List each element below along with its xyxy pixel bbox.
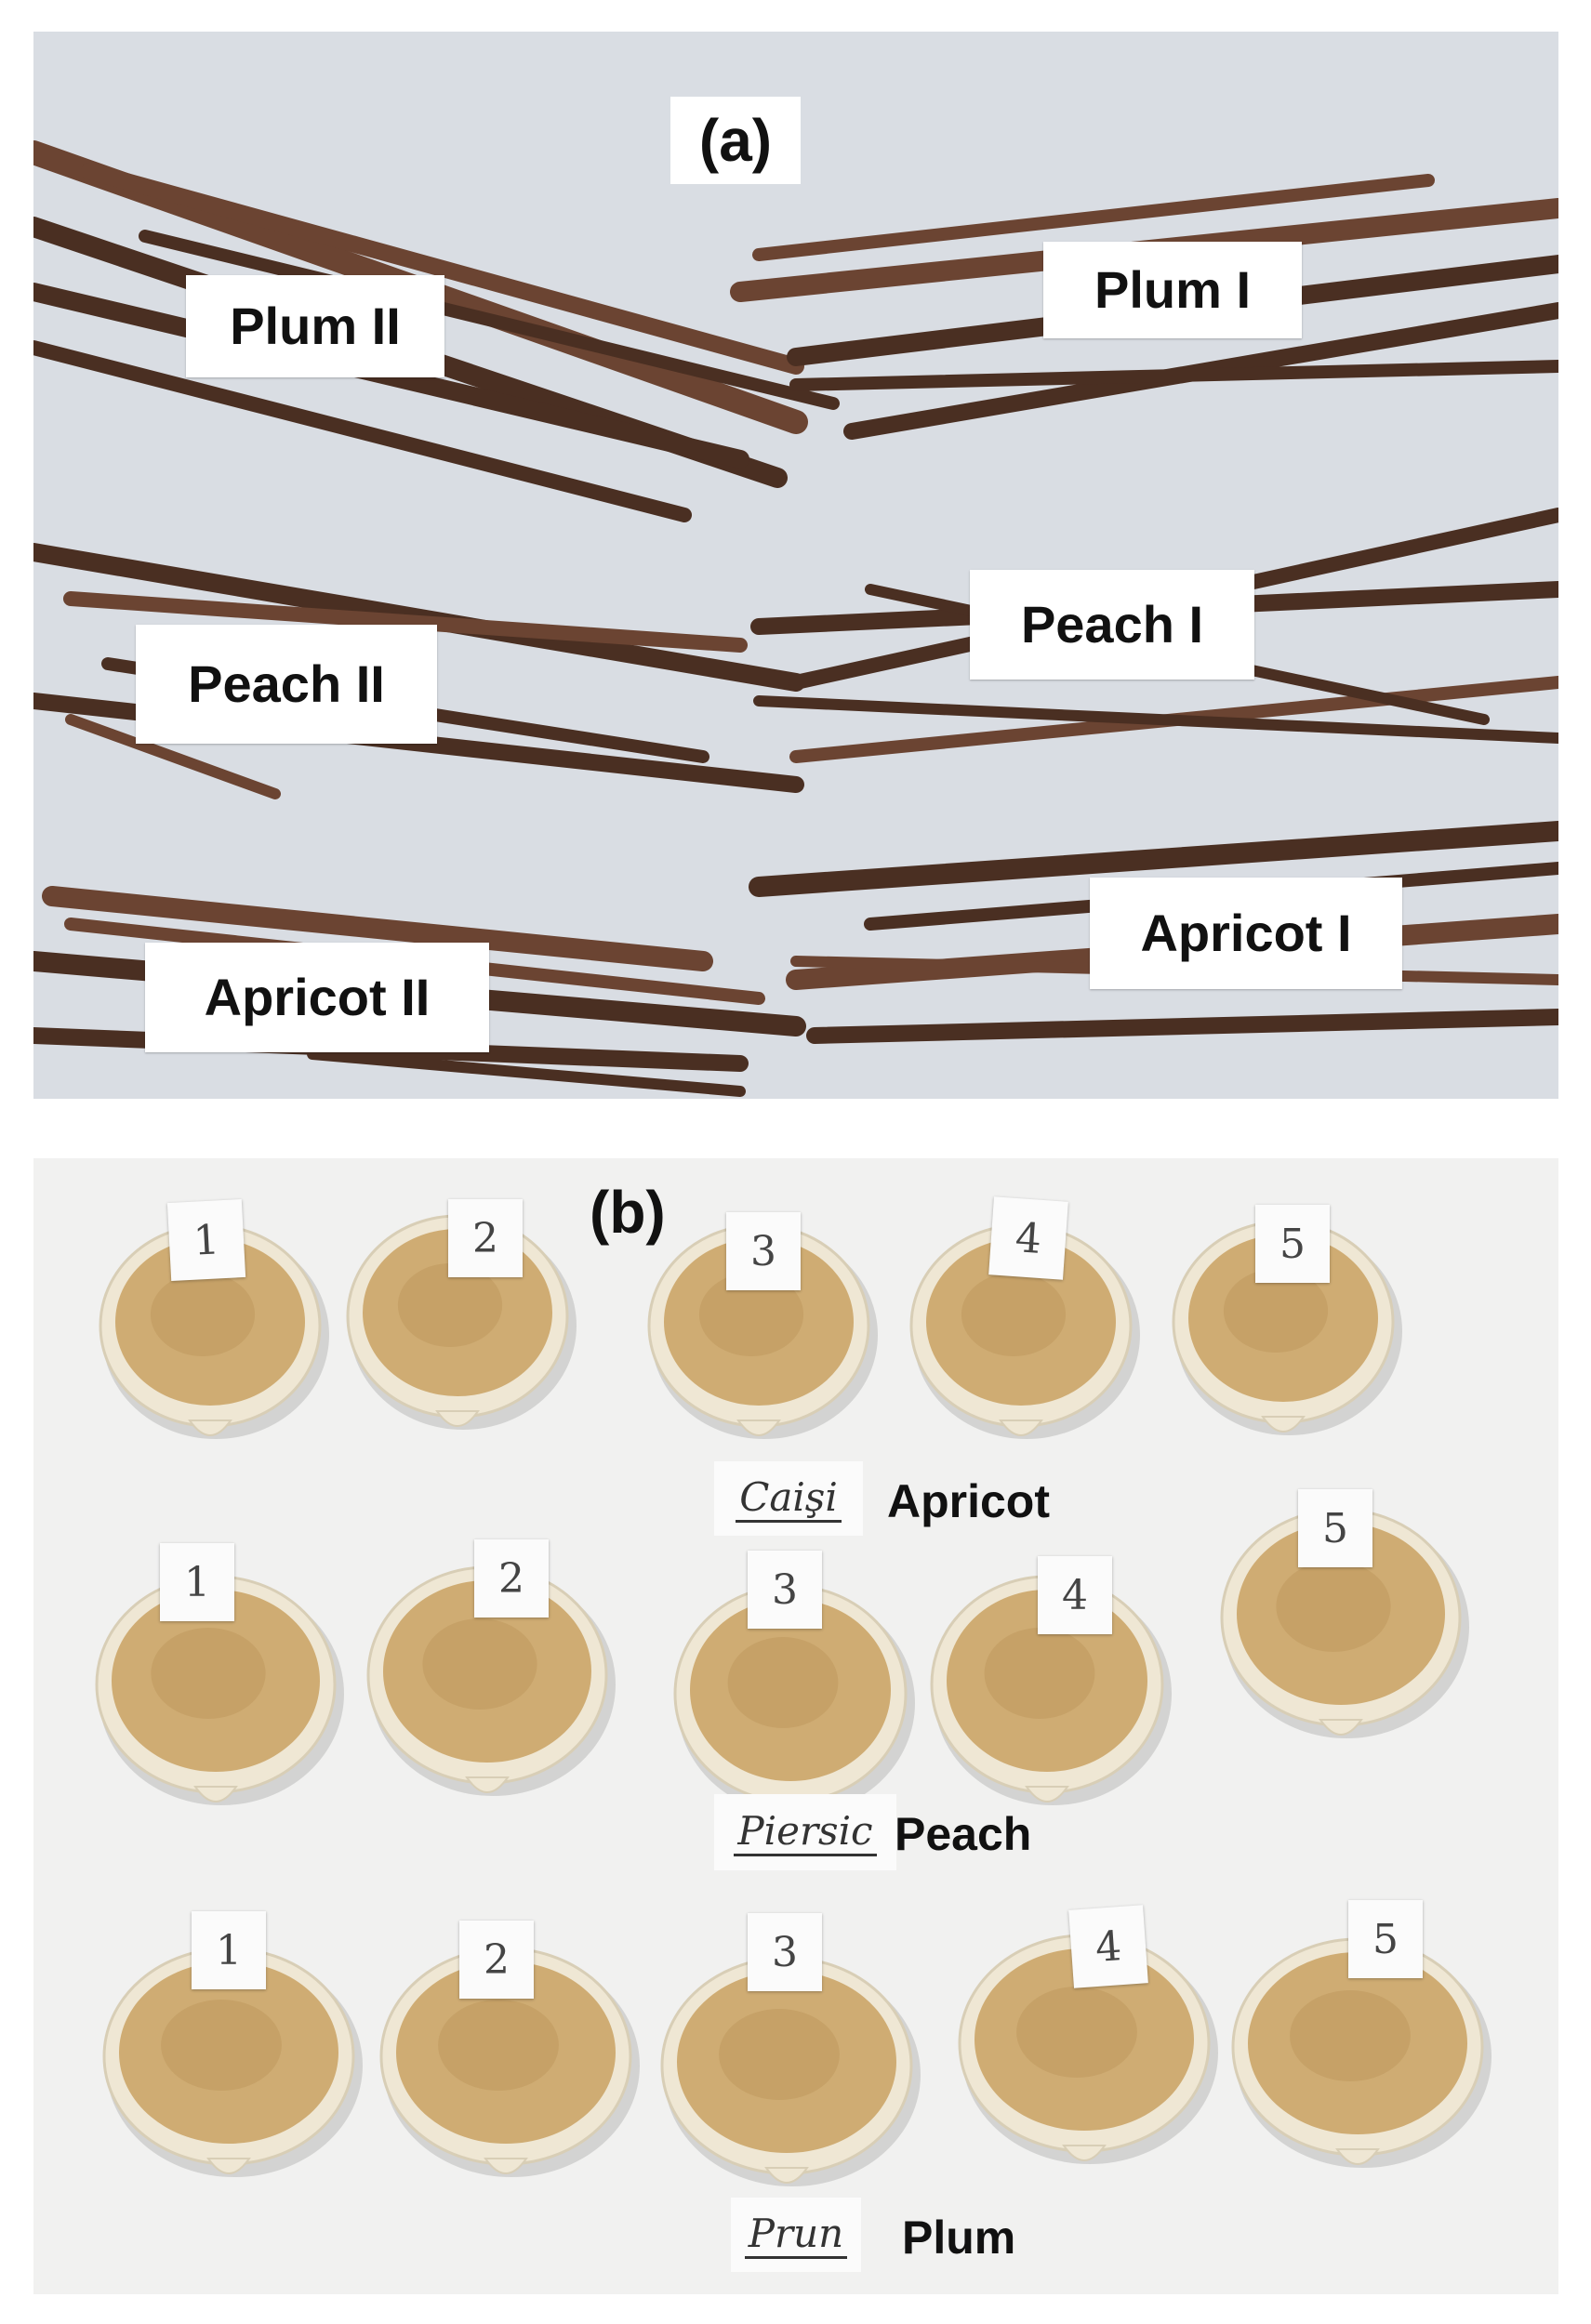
panel-a-letter: (a): [670, 97, 801, 184]
powder-bowl: [1220, 1508, 1469, 1738]
handwritten-label-row1: Caişi: [714, 1461, 863, 1536]
sample-card-row2-1: 1: [160, 1543, 234, 1621]
powder-bowl: [958, 1934, 1218, 2164]
sample-card-row3-2: 2: [459, 1921, 534, 1999]
twig: [42, 886, 713, 971]
label-apricot-i: Apricot I: [1090, 878, 1402, 989]
label-plum-i: Plum I: [1043, 242, 1302, 338]
powder-bowl: [346, 1214, 577, 1430]
handwritten-text-row3: Prun: [744, 2211, 848, 2259]
sample-card-row2-5: 5: [1298, 1489, 1372, 1567]
panel-b-letter: (b): [590, 1179, 666, 1246]
powder-bowl: [909, 1223, 1140, 1439]
label-peach-ii: Peach II: [136, 625, 437, 744]
powder-bowl: [1231, 1937, 1492, 2168]
powder-bowl: [647, 1223, 878, 1439]
label-peach-i: Peach I: [970, 570, 1254, 680]
label-apricot-ii: Apricot II: [145, 943, 489, 1052]
panel-a-twigs-photo: (a) Plum II Plum I Peach II Peach I Apri…: [33, 32, 1558, 1099]
powder-bowl: [102, 1947, 363, 2177]
twig: [307, 1049, 746, 1097]
twig: [789, 360, 1558, 391]
bowls-illustration: [95, 1214, 1492, 2186]
twig: [749, 821, 1558, 897]
label-plum-ii: Plum II: [186, 275, 444, 377]
twig: [81, 163, 804, 375]
sample-card-row3-1: 1: [192, 1911, 266, 1989]
sample-card-row3-4: 4: [1068, 1905, 1148, 1988]
panel-b-powder-photo: (b) 1 2 3 4 5 Caişi Apricot 1 2 3 4 5 Pi…: [33, 1158, 1558, 2294]
sample-card-row1-2: 2: [448, 1199, 523, 1277]
sample-card-row2-3: 3: [748, 1551, 822, 1629]
sample-card-row1-5: 5: [1255, 1205, 1330, 1283]
twig: [63, 591, 748, 653]
handwritten-label-row2: Piersic: [714, 1794, 896, 1870]
twig: [752, 174, 1435, 261]
twig: [139, 230, 840, 410]
handwritten-label-row3: Prun: [731, 2198, 861, 2272]
sample-card-row3-5: 5: [1348, 1900, 1423, 1978]
row-label-peach: Peach: [895, 1808, 1032, 1860]
powder-bowl: [1172, 1220, 1402, 1435]
powder-bowl: [366, 1565, 616, 1796]
sample-card-row1-4: 4: [988, 1196, 1068, 1280]
row-label-plum: Plum: [902, 2212, 1016, 2264]
sample-card-row3-3: 3: [748, 1913, 822, 1991]
handwritten-text-row2: Piersic: [734, 1808, 877, 1856]
powder-bowl: [99, 1223, 329, 1439]
row-label-apricot: Apricot: [887, 1475, 1050, 1527]
sample-card-row2-4: 4: [1038, 1556, 1112, 1634]
twig: [753, 695, 1558, 744]
sample-card-row2-2: 2: [474, 1539, 549, 1618]
sample-card-row1-3: 3: [726, 1212, 801, 1290]
twig: [33, 340, 692, 522]
handwritten-text-row1: Caişi: [736, 1474, 842, 1523]
powder-bowl: [379, 1947, 640, 2177]
powder-bowl: [95, 1575, 344, 1805]
twig: [65, 714, 281, 799]
powder-bowl: [673, 1584, 915, 1815]
twig: [806, 1009, 1558, 1044]
sample-card-row1-1: 1: [166, 1198, 246, 1282]
powder-bowl: [660, 1956, 921, 2186]
